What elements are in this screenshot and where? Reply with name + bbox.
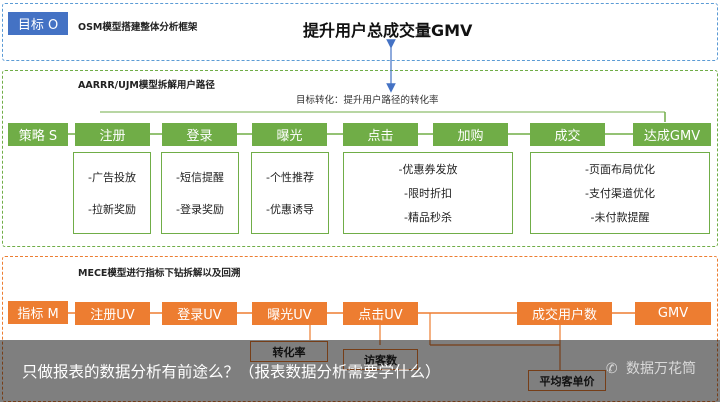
- step-click: 点击: [343, 123, 418, 146]
- strategy-box-register: -广告投放 -拉新奖励: [73, 152, 151, 234]
- step-login: 登录: [162, 123, 237, 146]
- step-register: 注册: [75, 123, 150, 146]
- strategy-tag: 策略 S: [8, 123, 68, 146]
- watermark-text: 数据万花筒: [626, 361, 696, 377]
- metric-title: MECE模型进行指标下钻拆解以及回溯: [78, 268, 241, 279]
- box-item: -未付款提醒: [590, 211, 650, 224]
- box-item: -精品秒杀: [404, 211, 452, 224]
- strategy-section: [2, 70, 718, 247]
- metric-exposure-uv: 曝光UV: [252, 302, 327, 325]
- objective-goal: 提升用户总成交量GMV: [303, 21, 473, 40]
- watermark: ✆ 数据万花筒: [606, 358, 696, 378]
- step-add-cart: 加购: [433, 123, 508, 146]
- box-item: -短信提醒: [176, 171, 224, 184]
- metric-login-uv: 登录UV: [162, 302, 237, 325]
- step-gmv: 达成GMV: [633, 123, 711, 146]
- strategy-box-click-cart: -优惠券发放 -限时折扣 -精品秒杀: [343, 152, 513, 234]
- box-item: -拉新奖励: [88, 203, 136, 216]
- strategy-box-deal: -页面布局优化 -支付渠道优化 -未付款提醒: [530, 152, 710, 234]
- objective-section: [2, 3, 718, 61]
- metric-tag: 指标 M: [8, 301, 68, 324]
- box-item: -限时折扣: [404, 187, 452, 200]
- metric-gmv: GMV: [635, 302, 711, 325]
- box-item: -页面布局优化: [585, 163, 655, 176]
- article-banner: 只做报表的数据分析有前途么？（报表数据分析需要学什么）: [0, 340, 720, 402]
- box-item: -优惠诱导: [266, 203, 314, 216]
- wechat-icon: ✆: [605, 361, 618, 377]
- objective-title: OSM模型搭建整体分析框架: [78, 22, 198, 33]
- strategy-goal-note: 目标转化：提升用户路径的转化率: [296, 95, 439, 106]
- strategy-box-exposure: -个性推荐 -优惠诱导: [251, 152, 329, 234]
- metric-register-uv: 注册UV: [75, 302, 150, 325]
- objective-tag: 目标 O: [8, 12, 68, 35]
- metric-click-uv: 点击UV: [343, 302, 418, 325]
- step-exposure: 曝光: [252, 123, 327, 146]
- step-deal: 成交: [530, 123, 605, 146]
- box-item: -个性推荐: [266, 171, 314, 184]
- metric-deal-users: 成交用户数: [517, 302, 612, 325]
- article-title: 只做报表的数据分析有前途么？（报表数据分析需要学什么）: [22, 363, 441, 381]
- box-item: -支付渠道优化: [585, 187, 655, 200]
- box-item: -登录奖励: [176, 203, 224, 216]
- box-item: -优惠券发放: [398, 163, 458, 176]
- strategy-box-login: -短信提醒 -登录奖励: [161, 152, 239, 234]
- strategy-title: AARRR/UJM模型拆解用户路径: [78, 80, 215, 91]
- box-item: -广告投放: [88, 171, 136, 184]
